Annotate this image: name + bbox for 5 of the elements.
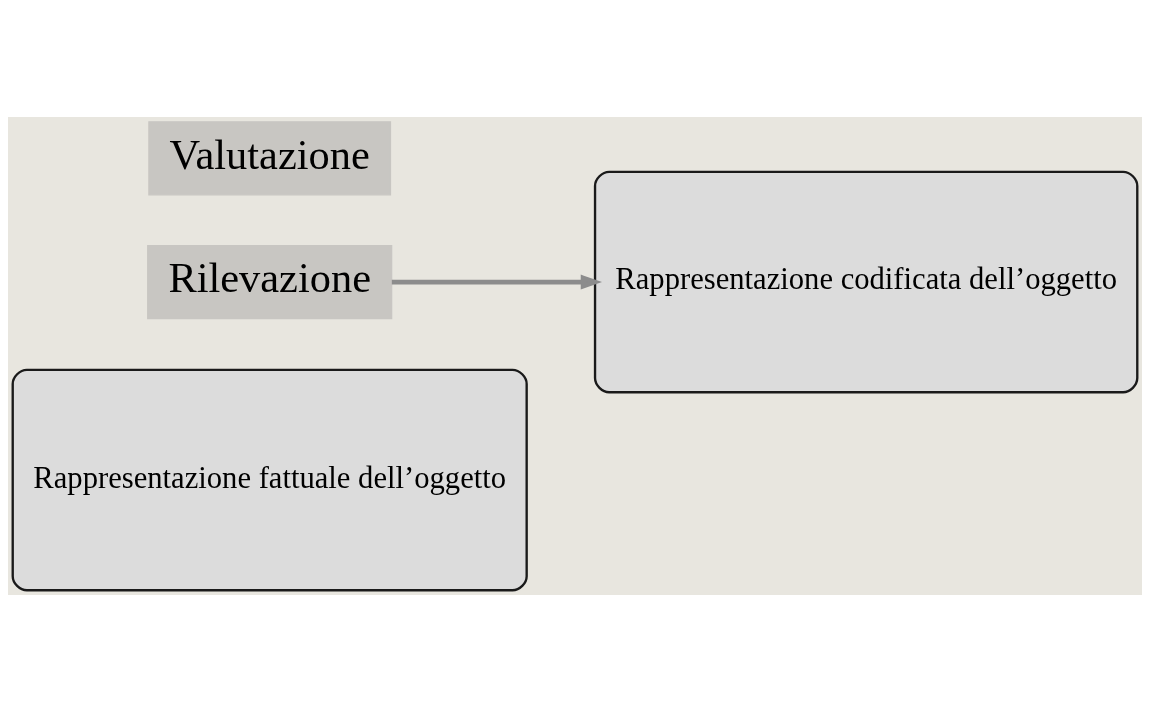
node-box: Rilevazione xyxy=(147,244,393,319)
node-box: Rappresentazione codificata dell’oggetto xyxy=(593,170,1139,393)
arrow xyxy=(391,274,602,289)
node-box: Valutazione xyxy=(148,120,392,195)
node-box: Rappresentazione fattuale dell’oggetto xyxy=(11,368,528,591)
